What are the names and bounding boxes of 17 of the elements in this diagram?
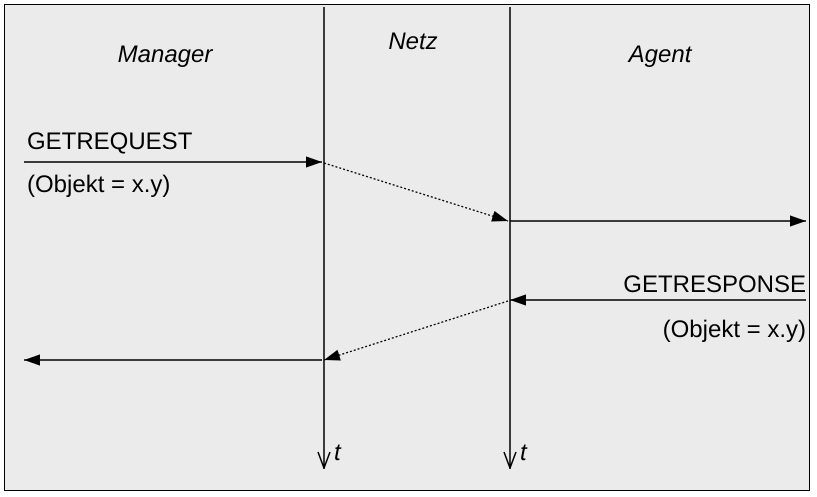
- message-label: GETREQUEST: [27, 130, 192, 154]
- time-label: t: [520, 441, 527, 465]
- lifeline: [317, 7, 331, 469]
- message-arrow: [24, 156, 322, 168]
- lifeline: [503, 7, 517, 469]
- column-heading: Netz: [388, 30, 438, 54]
- message-label: GETRESPONSE: [623, 273, 806, 297]
- message-arrow: [510, 294, 806, 306]
- message-arrow: [324, 162, 508, 222]
- column-heading: Manager: [118, 43, 212, 67]
- message-arrow: [24, 354, 322, 366]
- parameter-text: (Objekt = x.y): [662, 318, 806, 342]
- message-arrow: [324, 300, 508, 361]
- message-arrow: [510, 215, 806, 227]
- parameter-text: (Objekt = x.y): [27, 173, 170, 197]
- column-heading: Agent: [628, 43, 692, 67]
- time-label: t: [334, 441, 341, 465]
